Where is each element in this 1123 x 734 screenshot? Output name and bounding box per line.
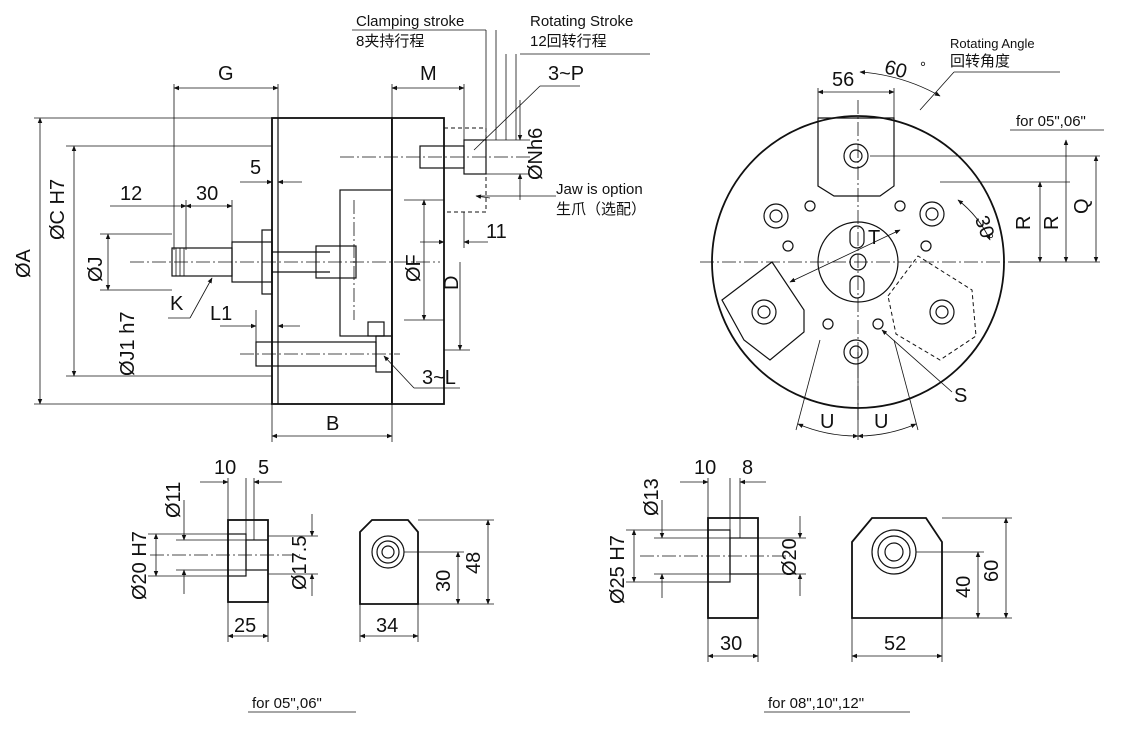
dim-oj1-label: ØJ1 h7: [117, 312, 139, 376]
dim-11-label: 11: [486, 221, 507, 243]
jaw-small-dim-o11: Ø11: [163, 482, 185, 518]
dim-d-label: D: [441, 276, 463, 290]
for-small-bottom: for 05",06": [252, 695, 322, 712]
jaw-small-dim-o20: Ø20 H7: [129, 531, 151, 600]
jaw-large: 10 8 Ø13 Ø25 H7 Ø20 30 40: [607, 457, 1012, 713]
jaw-large-dim-52: 52: [884, 633, 906, 655]
chuck-front-section: [391, 117, 445, 405]
jaw-large-dim-o20: Ø20: [779, 538, 801, 576]
jaw-small-dim-30: 30: [433, 570, 455, 592]
clamping-stroke-en: Clamping stroke: [356, 13, 464, 30]
front-view: 56 60 ° Rotating Angle 回转角度 30 ° T for 0…: [700, 36, 1104, 440]
dim-12-label: 12: [120, 183, 142, 205]
dim-60deg-symbol: °: [920, 59, 926, 76]
dim-s-label: S: [954, 385, 967, 407]
left-jaw: [721, 261, 805, 361]
dim-30-label: 30: [196, 183, 218, 205]
jaw-small-dim-34: 34: [376, 615, 398, 637]
jaw-large-dim-o13: Ø13: [641, 478, 663, 516]
jaw-small-dim-25: 25: [234, 615, 256, 637]
dim-l1-label: L1: [210, 303, 232, 325]
dim-q-label: Q: [1071, 198, 1093, 214]
dim-oc-label: ØC H7: [47, 179, 69, 240]
dim-of-label: ØF: [403, 254, 425, 282]
rotating-angle-en: Rotating Angle: [950, 36, 1035, 51]
chuck-body: [271, 117, 393, 405]
dim-u1-label: U: [820, 411, 834, 433]
for-small-top: for 05",06": [1016, 113, 1086, 130]
dim-3l-label: 3~L: [422, 367, 456, 389]
jaw-large-dim-10: 10: [694, 457, 716, 479]
clamping-stroke-cn: 8夹持行程: [356, 33, 424, 50]
dim-k-label: K: [170, 293, 184, 315]
jaw-large-dim-40: 40: [953, 576, 975, 598]
dim-u2-label: U: [874, 411, 888, 433]
dim-r1-label: R: [1013, 216, 1035, 230]
for-large-bottom: for 08",10",12": [768, 695, 864, 712]
jaw-large-dim-60: 60: [981, 560, 1003, 582]
rotating-angle-cn: 回转角度: [950, 53, 1010, 70]
jaw-small: 10 5 Ø11 Ø20 H7 Ø17.5 25 30: [129, 457, 494, 713]
dim-m-label: M: [420, 63, 437, 85]
dim-30deg-symbol: °: [988, 231, 994, 248]
dim-56-label: 56: [832, 69, 854, 91]
dim-oa-label: ØA: [13, 248, 35, 278]
dim-5-label: 5: [250, 157, 261, 179]
jaw-small-dim-10: 10: [214, 457, 236, 479]
dim-b-label: B: [326, 413, 339, 435]
rotating-stroke-cn: 12回转行程: [530, 33, 607, 50]
top-jaw: [817, 117, 895, 197]
jaw-large-dim-8: 8: [742, 457, 753, 479]
rear-bore: [339, 189, 393, 337]
jaw-option-en: Jaw is option: [556, 181, 643, 198]
rotating-stroke-en: Rotating Stroke: [530, 13, 633, 30]
dim-g-label: G: [218, 63, 234, 85]
jaw-large-dim-30: 30: [720, 633, 742, 655]
dim-60deg-label: 60: [882, 56, 909, 83]
dim-on-label: ØNh6: [525, 128, 547, 180]
dim-t-label: T: [868, 227, 880, 249]
jaw-small-dim-o17: Ø17.5: [289, 536, 311, 590]
jaw-option-cn: 生爪（选配）: [556, 201, 646, 218]
dim-r2-label: R: [1041, 216, 1063, 230]
jaw-small-dim-5: 5: [258, 457, 269, 479]
side-view: G M Clamping stroke 8夹持行程 Rotating Strok…: [13, 13, 650, 442]
dim-3p-label: 3~P: [548, 63, 584, 85]
dim-oj-label: ØJ: [85, 256, 107, 282]
jaw-small-dim-48: 48: [463, 552, 485, 574]
jaw-large-dim-o25: Ø25 H7: [607, 535, 629, 604]
